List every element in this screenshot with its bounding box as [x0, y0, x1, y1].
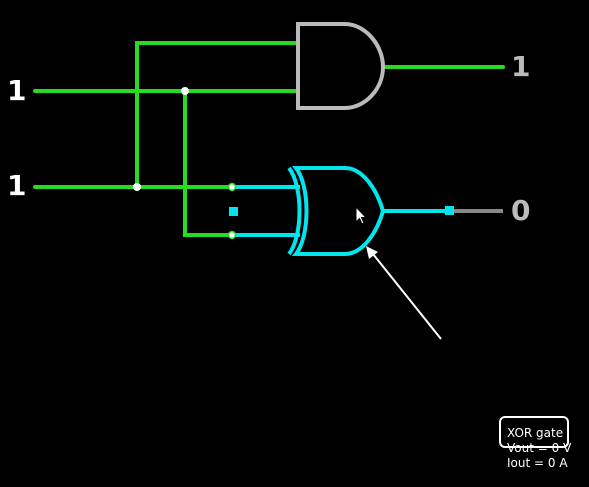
info-tooltip-box [499, 416, 569, 448]
tooltip-vout: Vout = 0 V [507, 441, 572, 455]
input-1-label[interactable]: 1 [7, 74, 27, 107]
xor-input1-post[interactable] [227, 182, 237, 192]
wire-xor-input2-branch[interactable] [183, 89, 234, 237]
input-2-label[interactable]: 1 [7, 169, 27, 202]
selection-handle[interactable] [229, 207, 238, 216]
xor-input2-post[interactable] [227, 230, 237, 240]
and-gate[interactable] [296, 22, 386, 110]
xor-output-label[interactable]: 0 [511, 194, 531, 227]
selection-handle[interactable] [445, 206, 454, 215]
wire-and-input1-branch[interactable] [135, 41, 300, 189]
and-output-label[interactable]: 1 [511, 50, 531, 83]
junction-dot [133, 183, 141, 191]
annotation-arrow [366, 246, 442, 340]
xor-gate[interactable] [287, 166, 386, 256]
tooltip-title: XOR gate [507, 426, 564, 440]
tooltip-iout: Iout = 0 A [507, 456, 568, 470]
mouse-cursor-icon [355, 205, 368, 225]
junction-dot [181, 87, 189, 95]
